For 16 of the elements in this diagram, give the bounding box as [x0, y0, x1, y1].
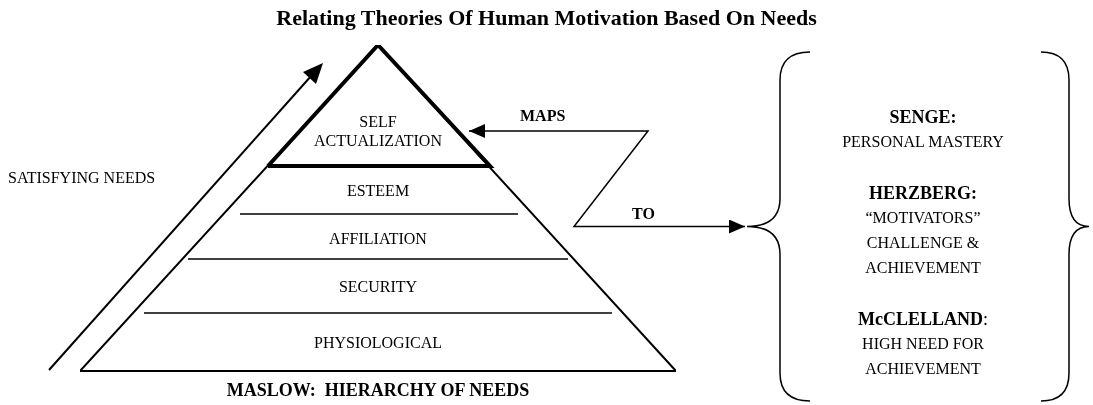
theory-description: “MOTIVATORS” CHALLENGE & ACHIEVEMENT [864, 208, 982, 278]
theory-description: PERSONAL MASTERY [841, 132, 1005, 152]
pyramid-level: PHYSIOLOGICAL [190, 322, 566, 362]
pyramid-level: SECURITY [230, 268, 526, 304]
arrow-caption: SATISFYING NEEDS [8, 168, 156, 188]
connector-text: TO [632, 204, 655, 224]
theory-name: SENGE: [889, 106, 957, 129]
pyramid-caption: MASLOW: HIERARCHY OF NEEDS [225, 379, 531, 401]
theory-name: HERZBERG: [869, 182, 977, 205]
arrow [468, 124, 746, 234]
pyramid-level: ESTEEM [300, 172, 456, 208]
connector-text: MAPS [520, 106, 566, 126]
pyramid-level: AFFILIATION [270, 222, 486, 254]
theory-name: McCLELLAND: [858, 308, 988, 331]
diagram-title: Relating Theories Of Human Motivation Based On Needs [275, 4, 818, 32]
theory-description: HIGH NEED FOR ACHIEVEMENT [861, 334, 985, 379]
